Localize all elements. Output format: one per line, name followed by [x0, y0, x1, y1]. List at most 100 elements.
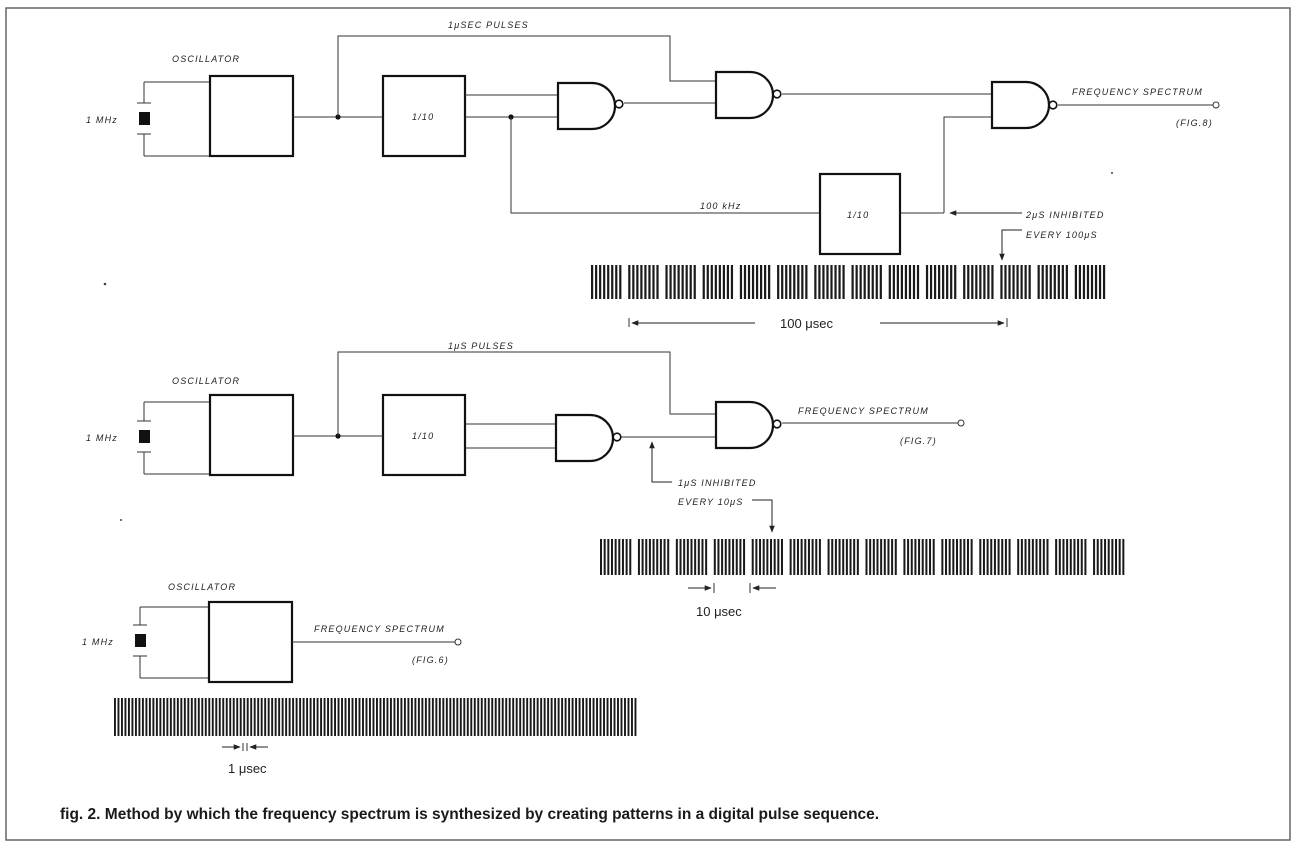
pulse-bar: [379, 698, 382, 736]
pulse-bar: [815, 539, 818, 575]
pulse-bar: [1004, 265, 1007, 299]
pulse-bar: [1028, 265, 1031, 299]
pulse-bar: [871, 265, 874, 299]
pulse-bar: [407, 698, 410, 736]
pulse-bar: [1008, 265, 1011, 299]
pulse-bar: [718, 265, 721, 299]
top-circuit: OSCILLATOR 1 MHz 1/10 1μSEC PULSES 100 k…: [86, 20, 1220, 331]
pulse-bar: [487, 698, 490, 736]
pulse-bar: [838, 265, 841, 299]
pulse-bar: [438, 698, 441, 736]
pulse-bar: [755, 539, 758, 575]
middle-nand-gate-2: [714, 400, 782, 450]
middle-circuit: OSCILLATOR 1 MHz 1/10 1μS PULSES: [86, 341, 1125, 619]
pulse-bar: [431, 698, 434, 736]
top-nand-gate-3: [990, 80, 1058, 130]
pulse-bar: [1065, 265, 1068, 299]
pulse-bar: [274, 698, 277, 736]
top-nand-gate-2: [714, 70, 782, 120]
pulse-bar: [610, 698, 612, 736]
pulse-bar: [197, 698, 200, 736]
pulse-bar: [945, 539, 948, 575]
pulse-bar: [281, 698, 284, 736]
pulse-bar: [1016, 265, 1019, 299]
pulse-bar: [751, 539, 754, 575]
pulse-bar: [127, 698, 130, 736]
pulse-bar: [1100, 539, 1103, 575]
top-divider1-label: 1/10: [412, 112, 434, 122]
pulse-bar: [637, 539, 640, 575]
pulse-bar: [1090, 265, 1094, 299]
pulse-bar: [751, 265, 755, 299]
pulse-bar: [929, 539, 932, 575]
pulse-bar: [389, 698, 392, 736]
pulse-bar: [1053, 265, 1056, 299]
middle-pulse-train: [600, 539, 1125, 575]
pulse-bar: [648, 265, 651, 299]
pulse-bar: [617, 698, 619, 736]
pulse-bar: [452, 698, 455, 736]
middle-period-dimension: 10 μsec: [688, 583, 776, 619]
pulse-bar: [358, 698, 361, 736]
pulse-bar: [726, 265, 730, 299]
pulse-bar: [982, 539, 985, 575]
pulse-bar: [131, 698, 134, 736]
pulse-bar: [849, 539, 852, 575]
pulse-bar: [925, 265, 929, 299]
pulse-bar: [591, 265, 594, 299]
pulse-bar: [1049, 265, 1052, 299]
pulse-bar: [162, 698, 165, 736]
pulse-bar: [369, 698, 371, 736]
bottom-output-label: FREQUENCY SPECTRUM: [314, 624, 445, 634]
pulse-bar: [1098, 265, 1102, 299]
pulse-bar: [921, 539, 924, 575]
pulse-bar: [879, 265, 882, 299]
top-inhibit-note-line1: 2μS INHIBITED: [1025, 210, 1105, 220]
pulse-bar: [491, 698, 494, 736]
bottom-circuit: OSCILLATOR 1 MHz FREQUENCY SPECTRUM (FIG…: [82, 582, 637, 776]
pulse-bar: [663, 539, 666, 575]
pulse-bar: [826, 265, 829, 299]
pulse-bar: [634, 698, 637, 736]
middle-fig-ref: (FIG.7): [900, 436, 937, 446]
pulse-bar: [883, 539, 886, 575]
pulse-bar: [1082, 265, 1086, 299]
pulse-bar: [316, 698, 319, 736]
pulse-bar: [721, 539, 724, 575]
pulse-bar: [396, 698, 399, 736]
pulse-bar: [865, 539, 868, 575]
pulse-bar: [1096, 539, 1099, 575]
pulse-bar: [918, 539, 921, 575]
pulse-bar: [124, 698, 127, 736]
pulse-bar: [807, 539, 810, 575]
pulse-bar: [428, 698, 431, 736]
pulse-bar: [938, 265, 941, 299]
pulse-bar: [891, 539, 894, 575]
pulse-bar: [659, 539, 662, 575]
pulse-bar: [120, 698, 123, 736]
pulse-bar: [382, 698, 385, 736]
pulse-bar: [480, 698, 483, 736]
pulse-bar: [505, 698, 508, 736]
middle-oscillator-box: [208, 393, 295, 477]
pulse-bar: [800, 539, 803, 575]
pulse-bar: [818, 265, 821, 299]
pulse-bar: [309, 698, 312, 736]
figure-caption: fig. 2. Method by which the frequency sp…: [60, 806, 879, 823]
pulse-bar: [880, 539, 883, 575]
pulse-bar: [618, 539, 621, 575]
pulse-bar: [739, 265, 743, 299]
pulse-bar: [501, 698, 504, 736]
pulse-bar: [515, 698, 518, 736]
pulse-bar: [842, 539, 845, 575]
pulse-bar: [777, 539, 780, 575]
pulse-bar: [963, 265, 966, 299]
pulse-bar: [582, 698, 585, 736]
pulse-bar: [1037, 265, 1040, 299]
pulse-bar: [575, 698, 578, 736]
pulse-bar: [933, 265, 937, 299]
pulse-bar: [652, 539, 655, 575]
pulse-bar: [600, 539, 603, 575]
pulse-bar: [239, 698, 242, 736]
